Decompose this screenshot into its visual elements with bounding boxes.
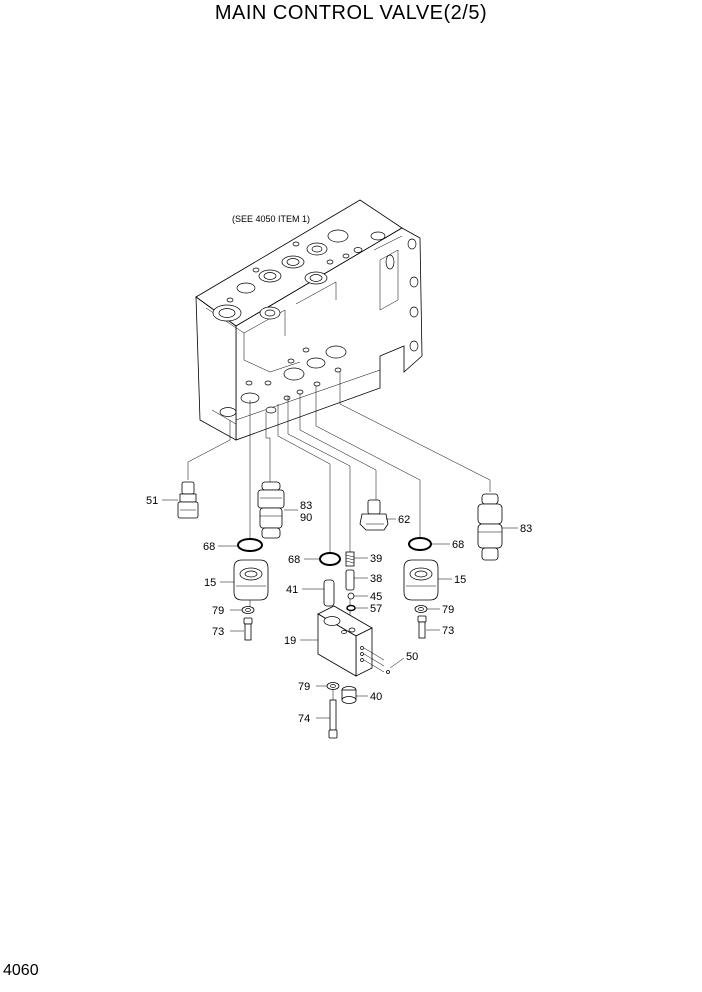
callout-79-left: 79 — [212, 605, 224, 617]
part-57-seal — [346, 604, 356, 612]
callout-15-left: 15 — [204, 577, 216, 589]
page-number: 4060 — [3, 962, 39, 979]
main-valve-block — [195, 199, 423, 441]
part-83-left-cartridge — [257, 481, 285, 539]
part-62-plug — [359, 499, 389, 531]
callout-57: 57 — [370, 603, 382, 615]
callout-40: 40 — [370, 691, 382, 703]
callout-68-center: 68 — [288, 554, 300, 566]
callout-73-right: 73 — [442, 625, 454, 637]
part-41-pin — [323, 579, 335, 607]
top-ports — [212, 229, 386, 322]
callout-pointers — [162, 499, 518, 719]
callout-50: 50 — [406, 651, 418, 663]
callout-38: 38 — [370, 573, 382, 585]
callout-labels: 51 83 90 62 83 68 68 68 39 15 15 38 41 4… — [146, 495, 532, 725]
part-83-right-cartridge — [477, 493, 503, 561]
callout-79-right: 79 — [442, 604, 454, 616]
callout-45: 45 — [370, 591, 382, 603]
part-40-plug — [341, 686, 357, 704]
part-15-left-cover — [233, 559, 269, 601]
part-79-washers — [241, 605, 428, 690]
callout-39: 39 — [370, 553, 382, 565]
part-73-bolts — [243, 615, 427, 641]
callout-19: 19 — [284, 635, 296, 647]
callout-90: 90 — [300, 512, 312, 524]
callout-83-right: 83 — [520, 523, 532, 535]
page-title: MAIN CONTROL VALVE(2/5) — [214, 2, 488, 24]
part-39-spring — [345, 551, 355, 567]
reference-note: (SEE 4050 ITEM 1) — [232, 214, 310, 224]
part-68-orings — [237, 537, 432, 566]
callout-68-left: 68 — [203, 541, 215, 553]
callout-74: 74 — [298, 713, 310, 725]
callout-79-bottom: 79 — [298, 681, 310, 693]
callout-73-left: 73 — [212, 626, 224, 638]
part-38-pin — [345, 569, 355, 591]
callout-83-left: 83 — [300, 500, 312, 512]
part-19-valve-body — [317, 605, 390, 677]
part-51-fitting — [177, 481, 199, 519]
callout-15-right: 15 — [454, 574, 466, 586]
callout-62: 62 — [398, 514, 410, 526]
part-45-ball — [347, 592, 355, 600]
callout-68-right: 68 — [452, 539, 464, 551]
part-15-right-cover — [403, 559, 439, 601]
callout-41: 41 — [286, 584, 298, 596]
callout-51: 51 — [146, 495, 158, 507]
part-74-long-bolt — [328, 689, 338, 739]
